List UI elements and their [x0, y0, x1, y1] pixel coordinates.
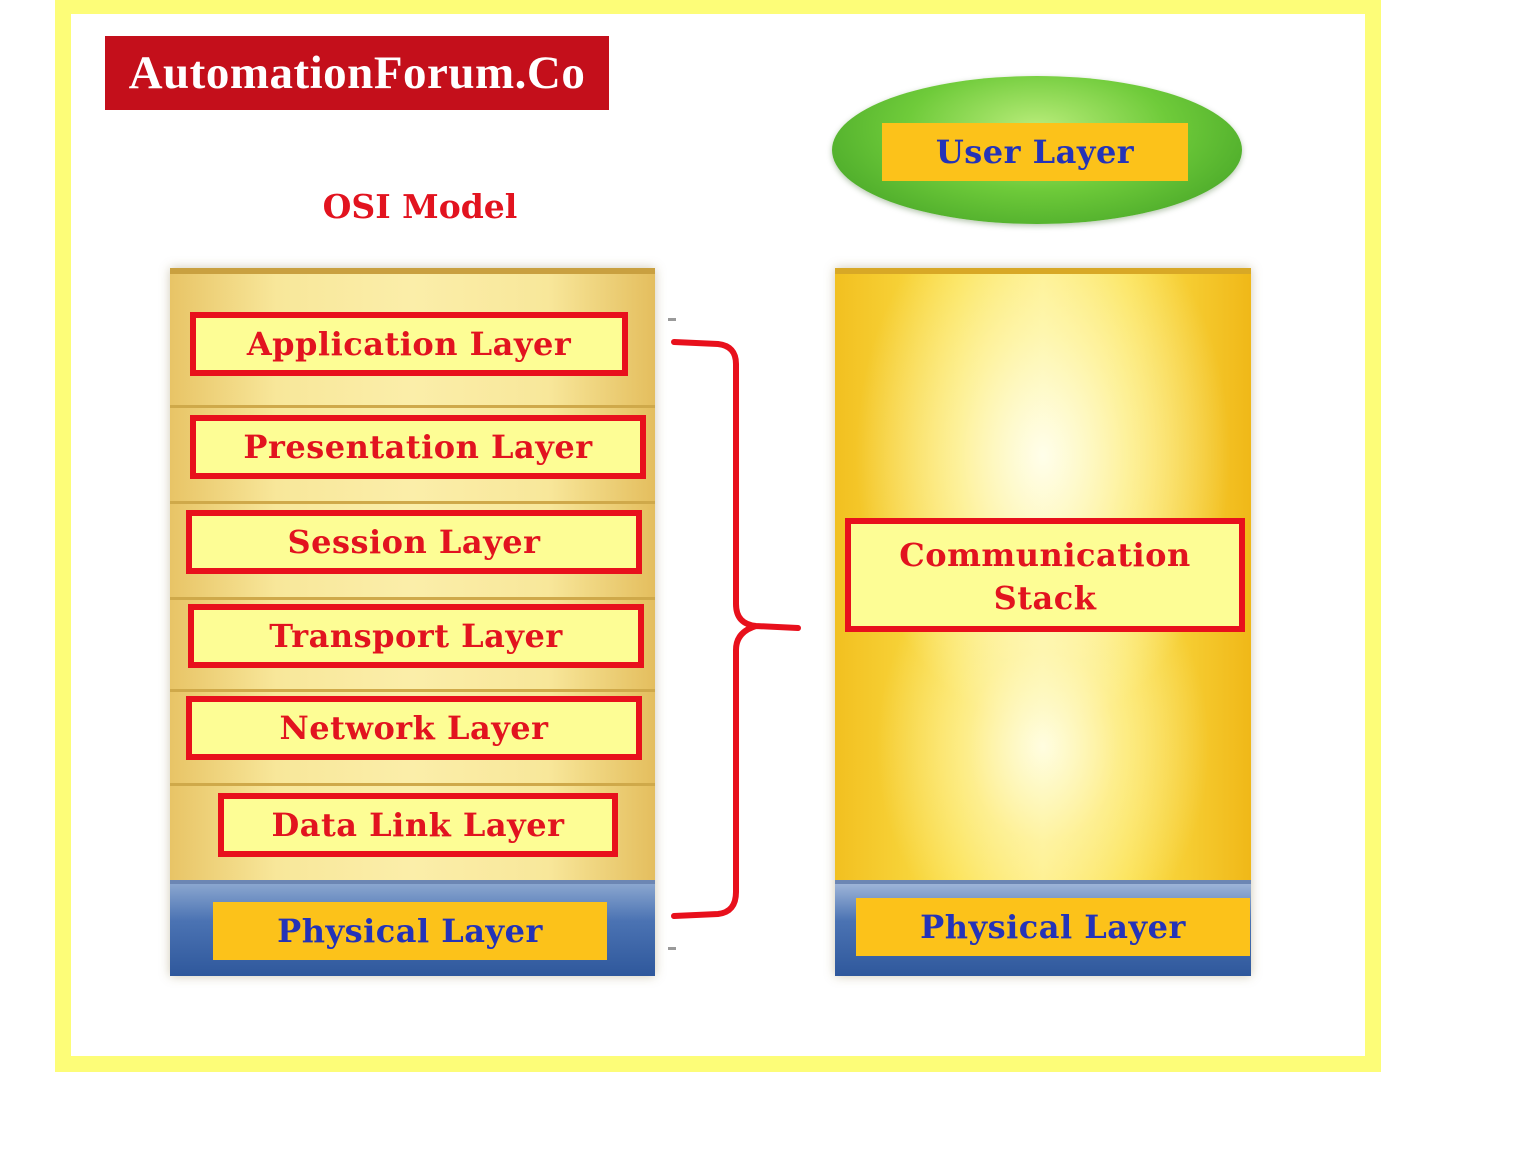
transport-layer-box: Transport Layer — [188, 604, 644, 668]
network-layer-box: Network Layer — [186, 696, 642, 760]
brand-logo: AutomationForum.Co — [105, 36, 609, 110]
communication-stack-line-1: Communication — [899, 536, 1191, 574]
communication-stack-line-2: Stack — [993, 579, 1097, 617]
grouping-brace — [671, 339, 801, 919]
device-physical-layer-label: Physical Layer — [856, 898, 1250, 956]
presentation-layer-box: Presentation Layer — [190, 415, 646, 479]
osi-model-title: OSI Model — [322, 187, 518, 226]
osi-physical-layer-label: Physical Layer — [213, 902, 607, 960]
communication-stack-box: Communication Stack — [845, 518, 1245, 632]
tick-mark — [668, 318, 676, 321]
session-layer-box: Session Layer — [186, 510, 642, 574]
user-layer-label: User Layer — [882, 123, 1188, 181]
tick-mark — [668, 947, 676, 950]
data-link-layer-box: Data Link Layer — [218, 793, 618, 857]
application-layer-box: Application Layer — [190, 312, 628, 376]
